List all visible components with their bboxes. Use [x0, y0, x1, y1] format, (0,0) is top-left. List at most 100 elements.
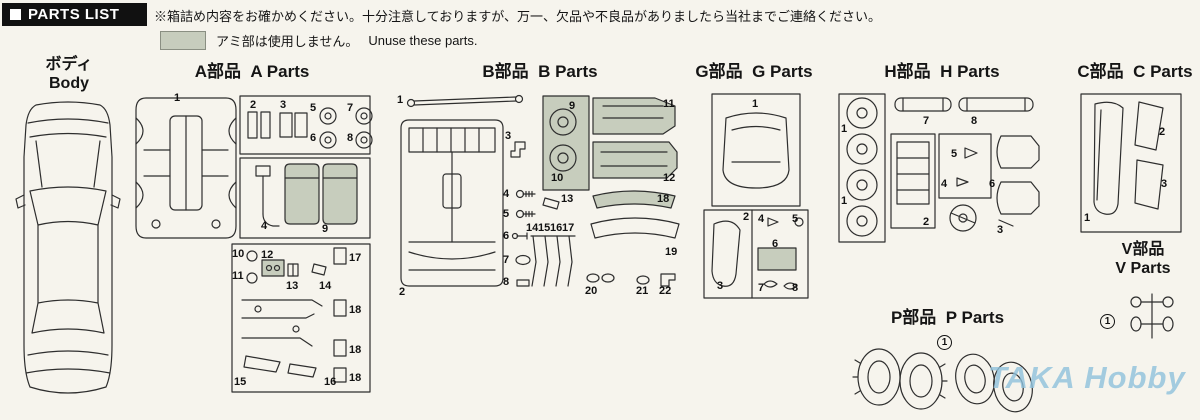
part-number: 1 [174, 92, 181, 104]
part-number: 6 [989, 178, 996, 190]
part-number: 9 [322, 223, 329, 235]
part-number: 5 [503, 208, 510, 220]
car-body-top-view [15, 101, 121, 394]
a-parts-title: A部品 A Parts [194, 62, 310, 81]
parts-list-badge-label: PARTS LIST [28, 6, 120, 23]
part-number: 3 [280, 99, 287, 111]
part-number: 5 [792, 213, 799, 225]
v-parts-title-jp: V部品 [1121, 241, 1165, 258]
part-number: 18 [349, 304, 362, 316]
part-number: 19 [665, 246, 678, 258]
h-parts-title: H部品 H Parts [884, 62, 1000, 81]
part-number: 18 [657, 193, 670, 205]
square-icon [10, 9, 21, 20]
part-number: 5 [310, 102, 317, 114]
watermark: TAKA Hobby [988, 360, 1186, 395]
shaded-area-swatch [160, 31, 206, 50]
part-number: 4 [261, 220, 268, 232]
part-number: 12 [261, 249, 274, 261]
part-number: 4 [941, 178, 948, 190]
part-number: 13 [561, 193, 574, 205]
part-number: 1 [937, 335, 952, 350]
part-number: 16 [550, 222, 563, 234]
part-number: 8 [347, 132, 354, 144]
part-number: 14 [319, 280, 332, 292]
part-number: 15 [234, 376, 247, 388]
body-title-en: Body [49, 75, 89, 93]
part-number: 17 [562, 222, 575, 234]
part-number: 7 [923, 115, 930, 127]
part-number: 8 [503, 276, 510, 288]
part-number: 3 [997, 224, 1004, 236]
part-number: 18 [349, 344, 362, 356]
part-number: 20 [585, 285, 598, 297]
a-parts-sprue [135, 95, 373, 393]
b-parts-sprue [400, 94, 680, 287]
part-number: 6 [772, 238, 779, 250]
part-number: 3 [717, 280, 724, 292]
part-number: 5 [951, 148, 958, 160]
part-number: 22 [659, 285, 672, 297]
b-parts-title: B部品 B Parts [482, 62, 598, 81]
part-number: 12 [663, 172, 676, 184]
box-contents-notice: ※箱詰め内容をお確かめください。十分注意しておりますが、万一、欠品や不良品があり… [154, 9, 881, 24]
part-number: 6 [310, 132, 317, 144]
car-body-illustration [14, 97, 122, 407]
part-number: 14 [526, 222, 539, 234]
part-number: 8 [792, 282, 799, 294]
part-number: 2 [250, 99, 257, 111]
tires-drawing [852, 348, 1033, 413]
v-parts-illustration: 1 [1098, 290, 1194, 346]
part-number: 2 [1159, 126, 1166, 138]
unused-parts-note-jp: アミ部は使用しません。 [216, 34, 359, 49]
part-number: 16 [324, 376, 337, 388]
part-number: 7 [347, 102, 354, 114]
part-number: 9 [569, 100, 576, 112]
part-number: 2 [743, 211, 750, 223]
a-parts-section: A部品 A Parts [128, 57, 376, 393]
part-number: 6 [503, 230, 510, 242]
g-parts-title: G部品 G Parts [695, 62, 813, 81]
v-parts-section: V部品 V Parts 1 [1090, 240, 1196, 339]
part-number: 3 [505, 130, 512, 142]
unused-parts-note: アミ部は使用しません。 Unuse these parts. [160, 31, 477, 50]
b-parts-section: B部品 B Parts [392, 57, 688, 298]
part-number: 4 [503, 188, 510, 200]
body-title-jp: ボディ [45, 56, 93, 73]
g-parts-sprue [703, 93, 809, 299]
part-number: 17 [349, 252, 362, 264]
part-number: 13 [286, 280, 299, 292]
p-parts-section: P部品 P Parts 1 [845, 303, 1050, 413]
part-number: 21 [636, 285, 649, 297]
part-number: 8 [971, 115, 978, 127]
part-number: 4 [758, 213, 765, 225]
part-number: 1 [397, 94, 404, 106]
unused-parts-note-en: Unuse these parts. [368, 33, 478, 48]
part-number: 2 [923, 216, 930, 228]
part-number: 10 [551, 172, 564, 184]
part-number: 10 [232, 248, 245, 260]
part-number: 7 [503, 254, 510, 266]
c-parts-sprue [1080, 93, 1182, 233]
part-number: 11 [663, 98, 675, 110]
part-number: 15 [538, 222, 551, 234]
part-number: 18 [349, 372, 362, 384]
v-parts-sprue [1130, 293, 1174, 339]
part-number: 1 [841, 123, 848, 135]
v-parts-title-en: V Parts [1115, 260, 1171, 278]
p-parts-illustration: 1 [847, 329, 1049, 419]
part-number: 1 [752, 98, 759, 110]
part-number: 7 [758, 282, 765, 294]
h-parts-sprue [838, 93, 1040, 243]
c-parts-title: C部品 C Parts [1077, 62, 1193, 81]
part-number: 11 [232, 270, 244, 282]
body-section: ボディ Body [8, 55, 130, 394]
p-parts-title: P部品 P Parts [890, 308, 1005, 327]
part-number: 3 [1161, 178, 1168, 190]
